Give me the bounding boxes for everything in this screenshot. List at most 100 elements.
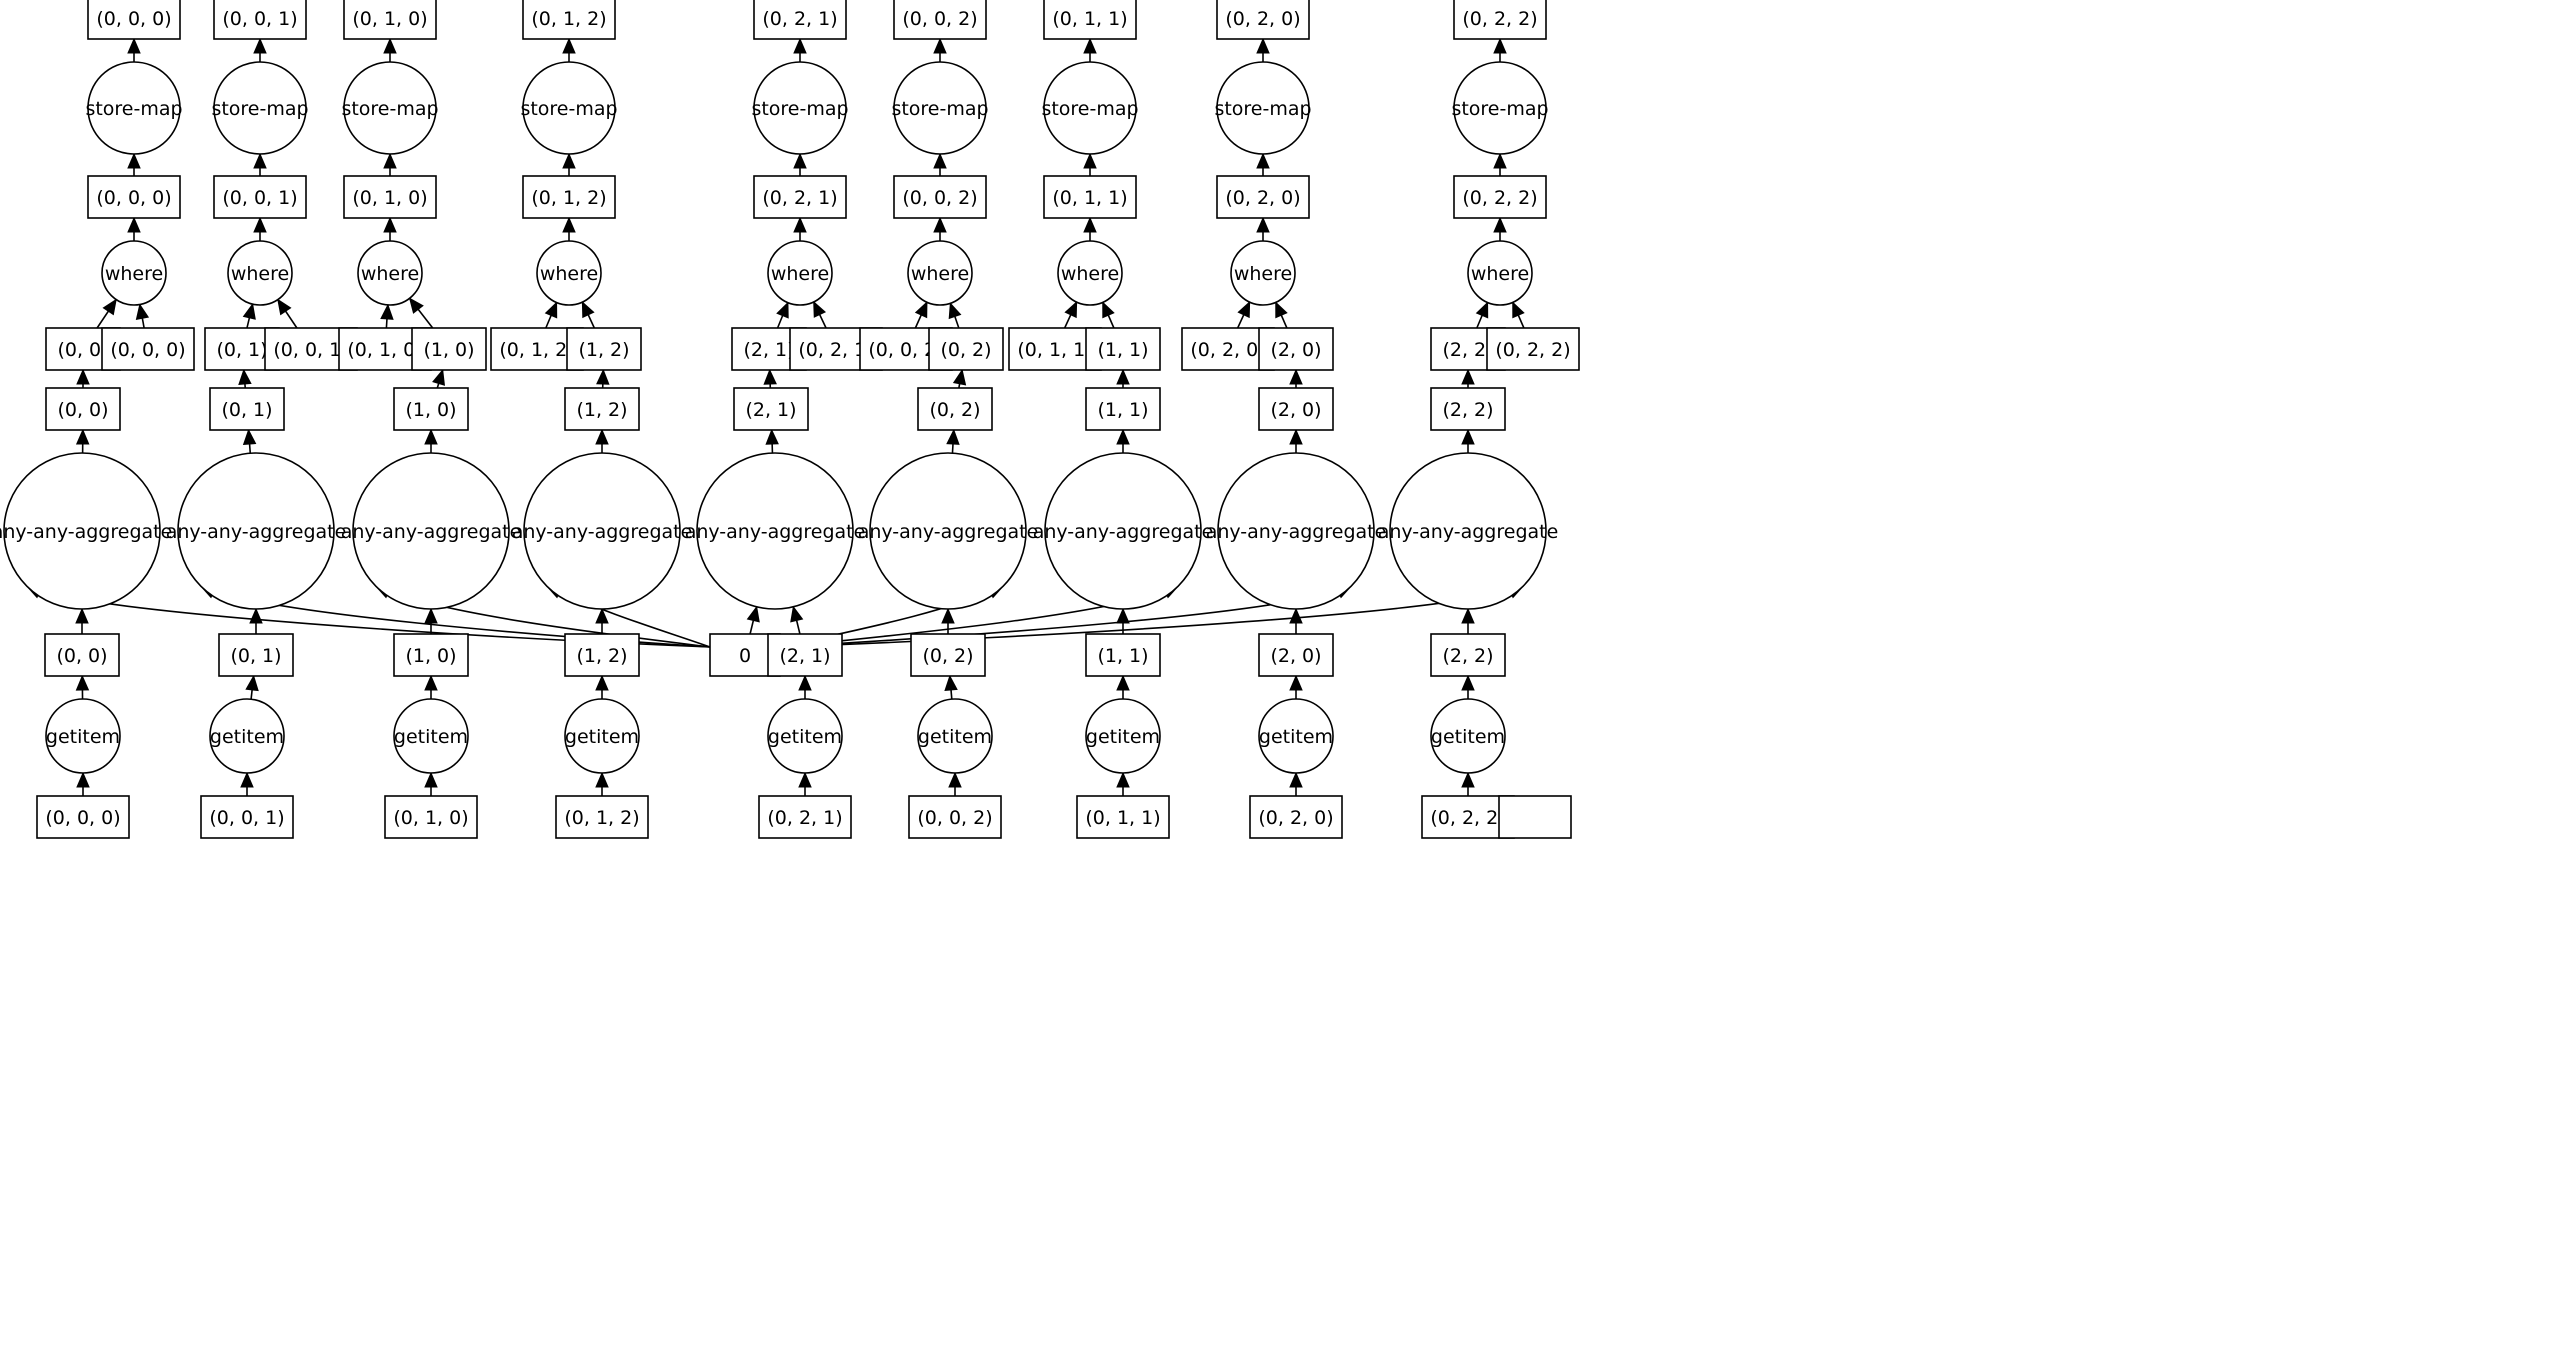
arrowhead-icon <box>424 428 438 445</box>
node-label: (0, 0, 0) <box>45 807 120 829</box>
arrowhead-icon <box>383 152 397 169</box>
edge-w0-to-m0 <box>127 152 141 176</box>
node-box <box>1258 633 1334 677</box>
node-label: (0, 1) <box>221 399 272 421</box>
edge-g3-to-c3 <box>595 428 609 453</box>
node-label: any-any-aggregate <box>1378 521 1559 543</box>
node-circle <box>393 698 469 774</box>
edge-b2-to-h2 <box>380 303 394 329</box>
task-node-e1: getitem <box>209 698 285 774</box>
node-circle <box>917 698 993 774</box>
node-box <box>893 175 987 219</box>
data-node-w6: (0, 1, 1) <box>1043 175 1137 219</box>
data-node-c8: (2, 2) <box>1430 387 1506 431</box>
edge-a3-to-h3 <box>581 300 596 329</box>
node-label: (0, 2) <box>922 645 973 667</box>
arrowhead-icon <box>240 771 254 788</box>
node-label: where <box>361 263 419 285</box>
arrowhead-icon <box>1256 152 1270 169</box>
task-node-g4: any-any-aggregate <box>685 452 865 610</box>
edge-m8-to-s8 <box>1493 37 1507 62</box>
edge-c8-to-a8 <box>1461 368 1475 388</box>
data-node-f4: (0, 2, 1) <box>758 795 852 839</box>
task-node-h7: where <box>1230 240 1296 306</box>
node-circle <box>343 61 437 155</box>
arrowhead-icon <box>1461 771 1475 788</box>
node-label: (1, 1) <box>1097 645 1148 667</box>
arrowhead-icon <box>581 300 595 319</box>
node-box <box>1249 795 1343 839</box>
node-label: (0, 0, 1) <box>222 187 297 209</box>
node-label: (0, 1, 1) <box>1017 339 1092 361</box>
node-label: (0, 1, 2) <box>531 8 606 30</box>
node-label: (0, 2, 0) <box>1225 8 1300 30</box>
node-label: store-map <box>520 98 617 120</box>
arrowhead-icon <box>238 368 252 386</box>
task-node-h0: where <box>101 240 167 306</box>
task-node-m5: store-map <box>891 61 989 155</box>
node-label: where <box>911 263 969 285</box>
edge-f3-to-e3 <box>595 771 609 796</box>
node-box <box>1085 327 1161 371</box>
node-circle <box>357 240 423 306</box>
node-label: (0, 0) <box>56 645 107 667</box>
node-circle <box>177 452 335 610</box>
edge-m5-to-s5 <box>933 37 947 62</box>
edge-w2-to-m2 <box>383 152 397 176</box>
node-box <box>44 633 120 677</box>
node-box <box>753 0 847 40</box>
edge-m4-to-s4 <box>793 37 807 62</box>
edge-d3-to-g3 <box>595 607 609 634</box>
data-node-w3: (0, 1, 2) <box>522 175 616 219</box>
node-label: (0, 0) <box>57 339 108 361</box>
node-label: (0, 1) <box>216 339 267 361</box>
data-node-d5: (0, 2) <box>910 633 986 677</box>
edge-w4-to-m4 <box>793 152 807 176</box>
arrowhead-icon <box>1475 301 1489 319</box>
edge-w6-to-m6 <box>1083 152 1097 176</box>
node-label: where <box>231 263 289 285</box>
data-node-s3: (0, 1, 2) <box>522 0 616 40</box>
arrowhead-icon <box>1116 607 1130 624</box>
arrowhead-icon <box>408 297 424 314</box>
task-node-h1: where <box>227 240 293 306</box>
data-node-f2: (0, 1, 0) <box>384 795 478 839</box>
node-label: (2, 2) <box>1442 339 1493 361</box>
edge-e3-to-d3 <box>595 674 609 699</box>
arrowhead-icon <box>562 216 576 233</box>
edge-f7-to-e7 <box>1289 771 1303 796</box>
node-label: (0, 0, 1) <box>209 807 284 829</box>
edge-a5-to-h5 <box>948 302 962 329</box>
node-label: store-map <box>751 98 848 120</box>
task-node-h8: where <box>1467 240 1533 306</box>
node-box <box>928 327 1004 371</box>
node-label: getitem <box>565 726 639 748</box>
node-label: (2, 2) <box>1442 399 1493 421</box>
edge-f1-to-e1 <box>240 771 254 796</box>
node-circle <box>522 61 616 155</box>
edge-m6-to-s6 <box>1083 37 1097 62</box>
node-circle <box>1057 240 1123 306</box>
edge-h6-to-w6 <box>1083 216 1097 241</box>
arrowhead-icon <box>249 607 263 624</box>
arrowhead-icon <box>562 152 576 169</box>
node-label: any-any-aggregate <box>166 521 347 543</box>
arrowhead-icon <box>595 428 609 445</box>
arrowhead-icon <box>933 152 947 169</box>
arrowhead-icon <box>746 605 760 623</box>
node-label: (0, 1, 0) <box>347 339 422 361</box>
node-label: (0, 1, 1) <box>1085 807 1160 829</box>
arrowhead-icon <box>813 300 827 318</box>
node-label: (0, 0, 2) <box>917 807 992 829</box>
edge-m0-to-s0 <box>127 37 141 62</box>
data-node-d2: (1, 0) <box>393 633 469 677</box>
arrowhead-icon <box>952 368 967 386</box>
node-box <box>1085 387 1161 431</box>
arrowhead-icon <box>1256 37 1270 54</box>
node-box <box>1043 0 1137 40</box>
edge-e2-to-d2 <box>424 674 438 699</box>
node-label: (0, 1, 2) <box>531 187 606 209</box>
edge-e0-to-d0 <box>75 674 90 700</box>
node-box <box>1430 633 1506 677</box>
